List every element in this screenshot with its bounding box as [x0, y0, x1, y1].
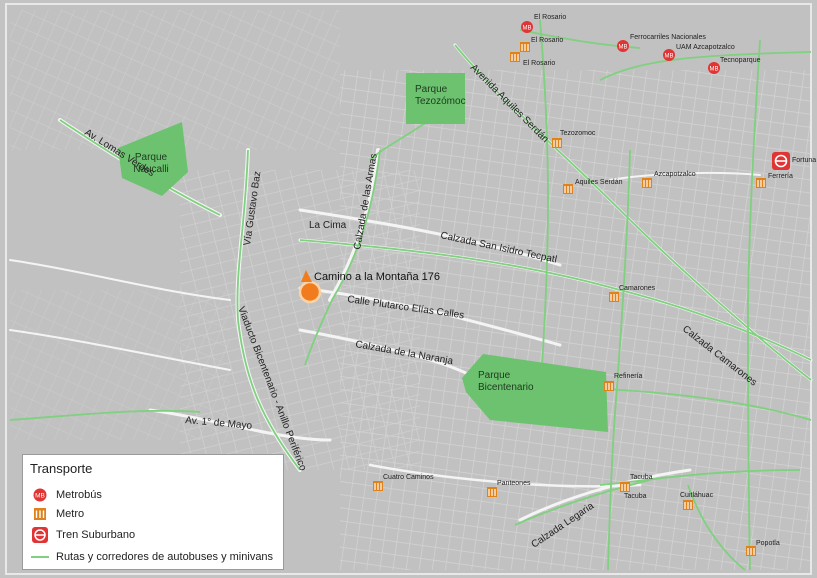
- metro-station[interactable]: El Rosario: [510, 52, 555, 67]
- metrobus-icon: MB: [708, 62, 720, 74]
- metro-icon: [683, 500, 693, 510]
- metro-station[interactable]: Cuatro Caminos: [373, 474, 434, 491]
- metro-icon: [373, 481, 383, 491]
- metrobus-icon: MB: [617, 40, 629, 52]
- metro-station[interactable]: Cuitláhuac: [680, 492, 714, 510]
- suburban-train-icon: [31, 527, 49, 543]
- svg-text:Parque: Parque: [415, 84, 448, 95]
- legend-item-metro: Metro: [31, 506, 84, 522]
- svg-text:El Rosario: El Rosario: [531, 37, 563, 44]
- metro-station[interactable]: Tacuba: [620, 474, 653, 492]
- street-label: La Cima: [309, 220, 347, 231]
- metro-icon: [520, 42, 530, 52]
- svg-text:Fortuna: Fortuna: [792, 157, 816, 164]
- park-bicentenario: Parque Bicentenario: [462, 354, 608, 432]
- svg-text:Tacuba: Tacuba: [630, 474, 653, 481]
- svg-text:Tezozómoc: Tezozómoc: [415, 96, 466, 107]
- svg-text:Refinería: Refinería: [614, 373, 643, 380]
- legend-item-metrobus: MB Metrobús: [31, 487, 102, 503]
- svg-text:Cuitláhuac: Cuitláhuac: [680, 492, 714, 499]
- metro-icon: [487, 487, 497, 497]
- park-tezozomoc: Parque Tezozómoc: [406, 73, 466, 124]
- metro-icon: [620, 482, 630, 492]
- metro-station[interactable]: El Rosario: [520, 37, 563, 52]
- svg-text:Azcapotzalco: Azcapotzalco: [654, 171, 696, 178]
- metro-station[interactable]: Refinería: [604, 373, 643, 391]
- metro-station[interactable]: Panteones: [487, 480, 531, 497]
- legend-label: Tren Suburbano: [56, 529, 136, 541]
- legend-title: Transporte: [30, 461, 93, 476]
- svg-text:UAM Azcapotzalco: UAM Azcapotzalco: [676, 44, 735, 51]
- metro-icon: [552, 138, 562, 148]
- metro-icon: [604, 381, 614, 391]
- svg-text:MB: MB: [710, 67, 719, 73]
- metro-icon: [642, 178, 652, 188]
- metrobus-icon: MB: [663, 49, 675, 61]
- svg-text:Cuatro Caminos: Cuatro Caminos: [383, 474, 434, 481]
- svg-text:Popotla: Popotla: [756, 540, 780, 547]
- svg-text:MB: MB: [619, 45, 628, 51]
- svg-text:Naucalli: Naucalli: [133, 164, 169, 175]
- metrobus-icon: MB: [31, 487, 49, 503]
- svg-text:Panteones: Panteones: [497, 480, 531, 487]
- metro-station[interactable]: Camarones: [609, 285, 656, 302]
- svg-text:Aquiles Serdán: Aquiles Serdán: [575, 179, 623, 186]
- location-label: Camino a la Montaña 176: [314, 271, 440, 283]
- svg-text:Parque: Parque: [135, 152, 168, 163]
- metrobus-icon: MB: [521, 21, 533, 33]
- legend-label: Metrobús: [56, 489, 102, 501]
- metro-station[interactable]: Aquiles Serdán: [563, 179, 623, 194]
- metro-station[interactable]: Tezozomoc: [552, 130, 596, 148]
- svg-text:El Rosario: El Rosario: [534, 14, 566, 21]
- metro-station[interactable]: Popotla: [746, 540, 780, 556]
- svg-text:Tezozomoc: Tezozomoc: [560, 130, 596, 137]
- svg-text:Bicentenario: Bicentenario: [478, 382, 534, 393]
- metro-icon: [510, 52, 520, 62]
- metro-stations: El Rosario El Rosario Tezozomoc Aquiles …: [373, 37, 793, 556]
- svg-text:MB: MB: [665, 54, 674, 60]
- legend-label: Rutas y corredores de autobuses y miniva…: [56, 551, 274, 563]
- location-marker[interactable]: Camino a la Montaña 176: [298, 270, 440, 304]
- legend-label: Metro: [56, 508, 85, 520]
- metro-icon: [563, 184, 573, 194]
- legend-item-routes: Rutas y corredores de autobuses y miniva…: [31, 549, 273, 565]
- svg-text:El Rosario: El Rosario: [523, 60, 555, 67]
- park-naucalli: Parque Naucalli: [118, 122, 188, 196]
- metro-icon: [746, 546, 756, 556]
- route-line-icon: [31, 549, 49, 565]
- metro-station[interactable]: Ferrería: [756, 173, 793, 188]
- svg-text:Ferrería: Ferrería: [768, 173, 793, 180]
- metro-icon: [609, 292, 619, 302]
- location-pin-icon: [298, 280, 322, 304]
- suburban-train-icon: [772, 152, 790, 170]
- svg-text:MB: MB: [35, 493, 45, 500]
- metro-icon: [31, 506, 49, 522]
- svg-text:MB: MB: [523, 26, 532, 32]
- svg-text:Ferrocarriles Nacionales: Ferrocarriles Nacionales: [630, 34, 706, 41]
- legend: Transporte MB Metrobús Metro Tren Suburb…: [22, 454, 284, 570]
- svg-text:Tacuba: Tacuba: [624, 493, 647, 500]
- legend-item-suburban: Tren Suburbano: [31, 527, 135, 543]
- bus-routes: [9, 19, 812, 571]
- metro-station[interactable]: Azcapotzalco: [642, 171, 696, 188]
- svg-text:Tecnoparque: Tecnoparque: [720, 57, 761, 64]
- svg-text:Camarones: Camarones: [619, 285, 656, 292]
- metro-icon: [756, 178, 766, 188]
- svg-text:Parque: Parque: [478, 370, 511, 381]
- suburban-station[interactable]: Fortuna: [772, 152, 816, 170]
